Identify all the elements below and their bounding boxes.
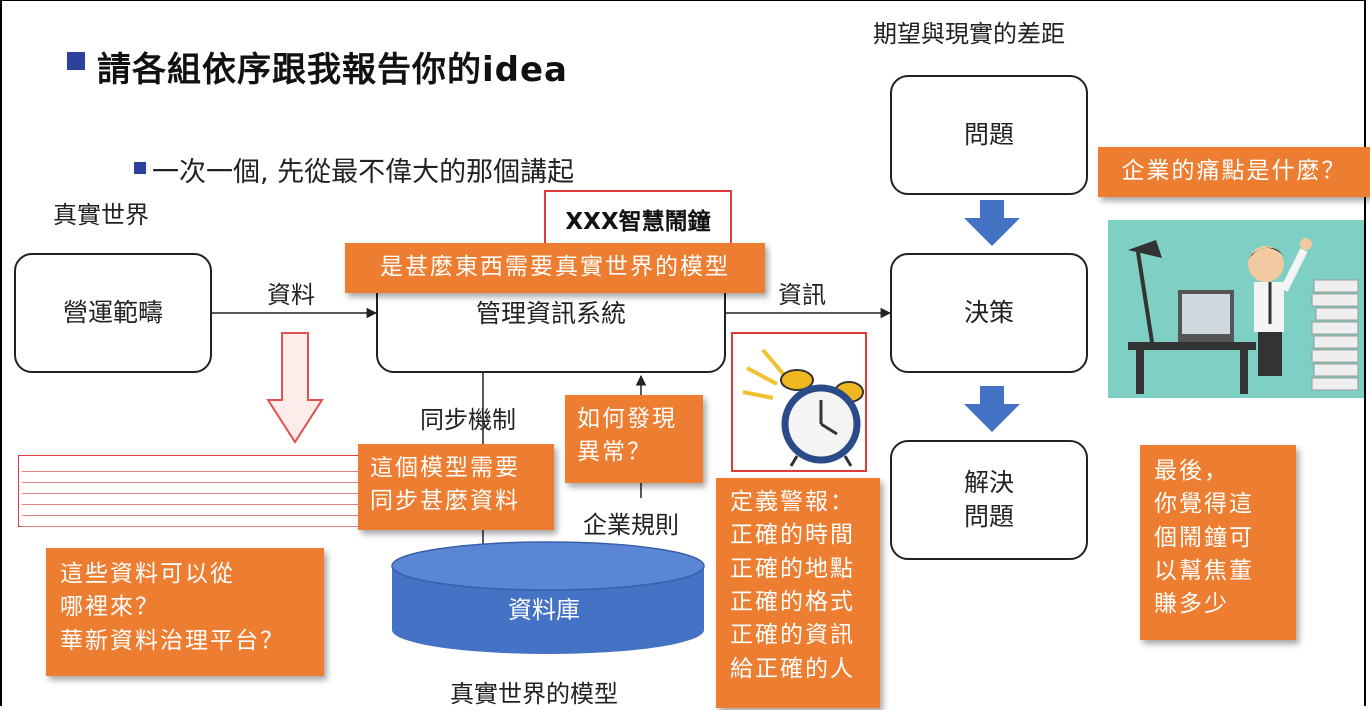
alarm-clock-icon (742, 348, 864, 467)
info-label: 資訊 (778, 281, 826, 309)
slide-subtitle: 一次一個, 先從最不偉大的那個講起 (152, 157, 575, 188)
callout-data-source: 這些資料可以從 哪裡來？ 華新資料治理平台？ (46, 548, 324, 676)
callout-detect: 如何發現 異常？ (565, 395, 703, 483)
callout-pain-point: 企業的痛點是什麼？ (1098, 147, 1370, 197)
operations-box: 營運範疇 (14, 253, 212, 373)
alarm-clock-frame (731, 332, 867, 472)
title-bullet (67, 52, 85, 70)
product-title: XXX智慧鬧鐘 (565, 209, 711, 235)
real-world-label: 真實世界 (53, 201, 149, 229)
subtitle-bullet (134, 162, 146, 174)
decision-box: 決策 (890, 253, 1088, 373)
office-worker-illustration (1108, 220, 1364, 398)
callout-sync-what: 這個模型需要 同步甚麼資料 (358, 444, 554, 530)
callout-model-what: 是甚麼東西需要真實世界的模型 (345, 243, 765, 293)
model-label: 真實世界的模型 (450, 680, 618, 708)
data-down-arrow (266, 332, 324, 444)
problem-to-decision-arrow (964, 200, 1020, 246)
database-label: 資料庫 (508, 596, 580, 624)
slide-title: 請各組依序跟我報告你的idea (97, 50, 568, 90)
data-label: 資料 (267, 281, 315, 309)
worker-scene (1128, 238, 1359, 394)
rules-label: 企業規則 (583, 511, 679, 539)
callout-alert: 定義警報： 正確的時間 正確的地點 正確的格式 正確的資訊 給正確的人 (716, 478, 880, 708)
product-title-box: XXX智慧鬧鐘 (544, 190, 732, 252)
callout-value: 最後， 你覺得這 個鬧鐘可 以幫焦董 賺多少 (1140, 445, 1296, 640)
sync-label: 同步機制 (420, 406, 516, 434)
decision-to-solve-arrow (964, 386, 1020, 432)
database-cylinder (391, 541, 705, 654)
gap-label: 期望與現實的差距 (873, 20, 1065, 48)
problem-box: 問題 (890, 75, 1088, 195)
solve-box: 解決 問題 (890, 440, 1088, 560)
